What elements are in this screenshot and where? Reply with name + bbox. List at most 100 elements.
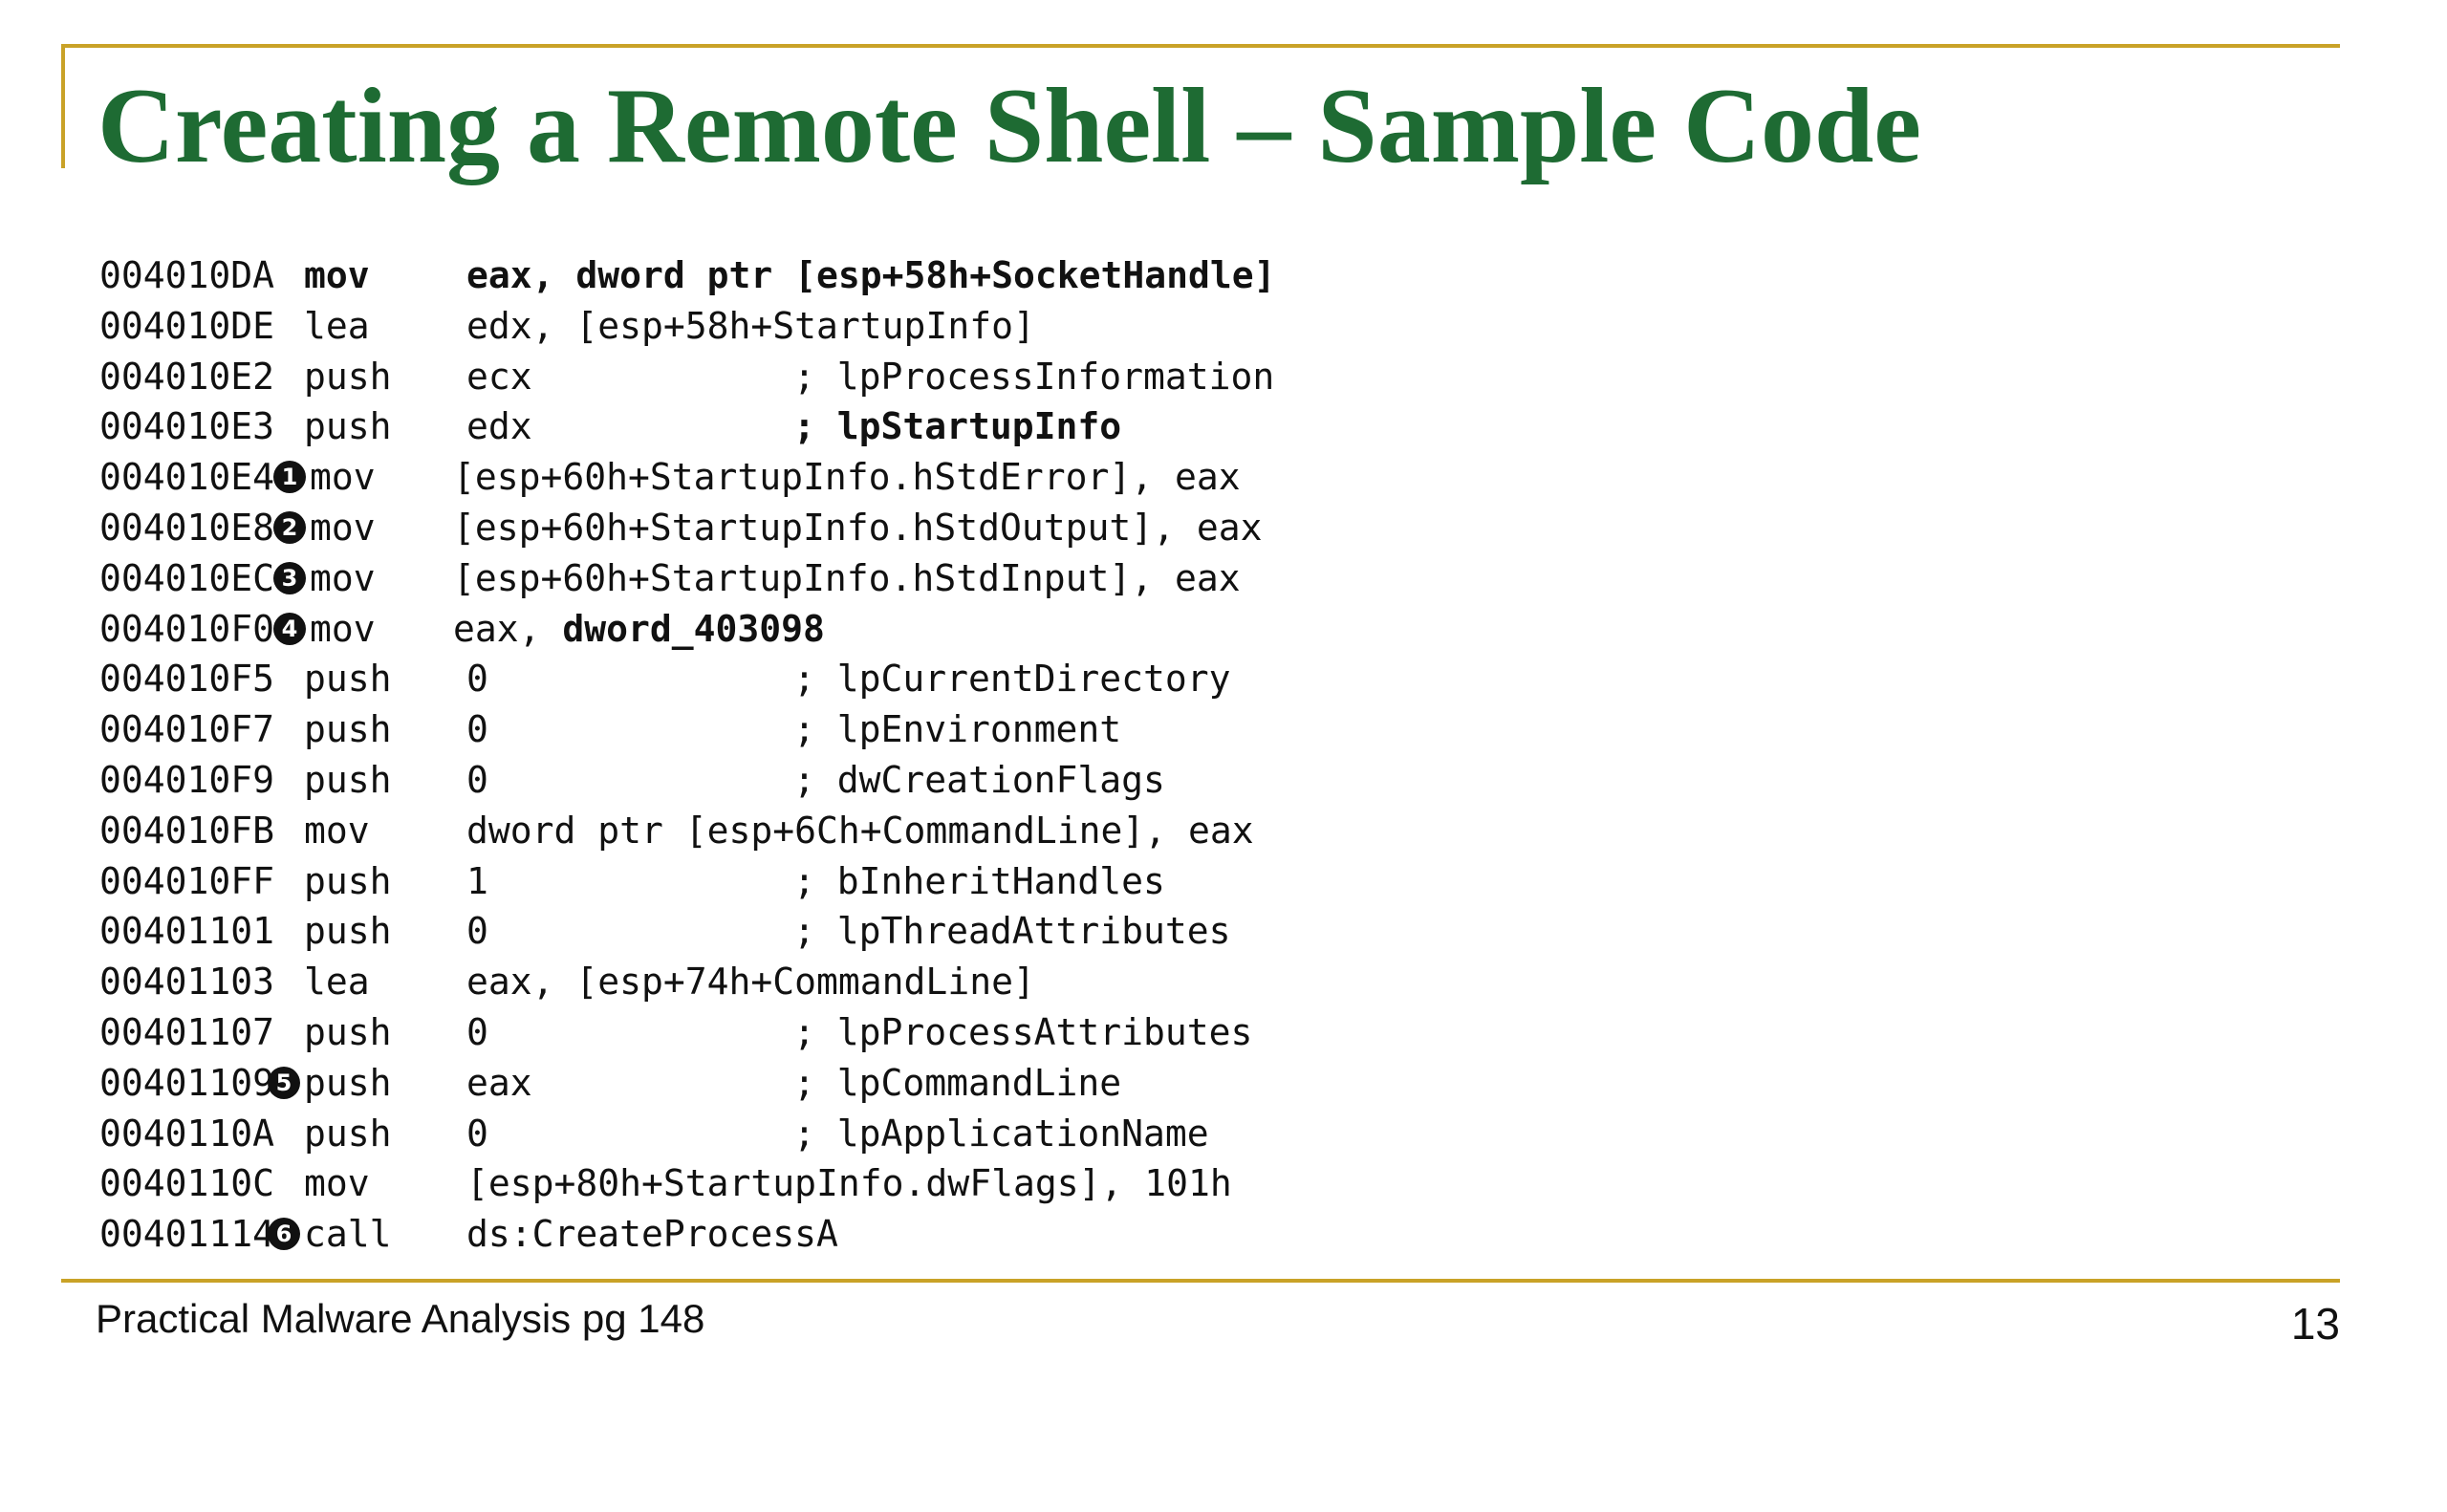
- callout-marker-icon: 4: [273, 612, 306, 645]
- code-line: 004010F9 push 0 ; dwCreationFlags: [99, 755, 1342, 806]
- code-line: 004010F0 4 mov eax, dword_403098: [99, 604, 1342, 655]
- assembly-code-listing: 004010DA mov eax, dword ptr [esp+58h+Soc…: [99, 250, 1342, 1260]
- callout-marker-icon: 5: [268, 1066, 300, 1099]
- code-operands: 0: [466, 1010, 488, 1053]
- code-address: 00401114: [99, 1213, 275, 1256]
- code-line: 00401103 lea eax, [esp+74h+CommandLine]: [99, 957, 1342, 1007]
- code-address: 004010DA: [99, 254, 275, 296]
- code-comment: ; lpProcessAttributes: [793, 1010, 1253, 1053]
- code-line: 00401101 push 0 ; lpThreadAttributes: [99, 906, 1342, 957]
- code-address: 00401109: [99, 1061, 275, 1104]
- code-address: 00401107: [99, 1010, 275, 1053]
- callout-marker-icon: 3: [273, 561, 306, 594]
- code-mnemonic: mov: [310, 506, 376, 549]
- code-mnemonic: mov: [304, 254, 370, 296]
- code-comment: ; lpEnvironment: [793, 708, 1122, 751]
- code-comment: ; lpApplicationName: [793, 1112, 1209, 1155]
- code-operands: 0: [466, 758, 488, 801]
- slide-title: Creating a Remote Shell – Sample Code: [97, 67, 1921, 185]
- code-comment: ; lpCommandLine: [793, 1061, 1122, 1104]
- code-address: 004010F9: [99, 758, 275, 801]
- code-operands: eax, [esp+74h+CommandLine]: [466, 961, 1035, 1004]
- code-comment: ; lpStartupInfo: [793, 405, 1122, 448]
- code-mnemonic: mov: [304, 809, 370, 852]
- code-comment: ; bInheritHandles: [793, 859, 1165, 902]
- code-operands: [esp+80h+StartupInfo.dwFlags], 101h: [466, 1162, 1232, 1205]
- code-line: 004010E3 push edx ; lpStartupInfo: [99, 401, 1342, 452]
- code-address: 004010F7: [99, 708, 275, 751]
- code-line: 004010FB mov dword ptr [esp+6Ch+CommandL…: [99, 806, 1342, 856]
- callout-marker-icon: 1: [273, 461, 306, 494]
- code-line: 00401109 5 push eax ; lpCommandLine: [99, 1058, 1342, 1109]
- code-mnemonic: push: [304, 658, 392, 701]
- code-mnemonic: lea: [304, 304, 370, 347]
- code-address: 004010EC: [99, 556, 275, 599]
- code-operands: eax, dword_403098: [453, 607, 825, 650]
- code-line: 004010F5 push 0 ; lpCurrentDirectory: [99, 654, 1342, 704]
- code-line: 004010DE lea edx, [esp+58h+StartupInfo]: [99, 301, 1342, 352]
- code-mnemonic: push: [304, 708, 392, 751]
- code-comment: ; lpProcessInformation: [793, 355, 1275, 398]
- code-operands: ds:CreateProcessA: [466, 1213, 838, 1256]
- code-mnemonic: push: [304, 910, 392, 953]
- code-address: 004010E2: [99, 355, 275, 398]
- code-operands: [esp+60h+StartupInfo.hStdInput], eax: [453, 556, 1241, 599]
- code-operands: 0: [466, 910, 488, 953]
- code-operands: [esp+60h+StartupInfo.hStdError], eax: [453, 456, 1241, 499]
- callout-marker-icon: 2: [273, 510, 306, 544]
- code-operands: 1: [466, 859, 488, 902]
- code-line: 0040110A push 0 ; lpApplicationName: [99, 1109, 1342, 1159]
- code-line: 004010DA mov eax, dword ptr [esp+58h+Soc…: [99, 250, 1342, 301]
- code-operands: dword ptr [esp+6Ch+CommandLine], eax: [466, 809, 1254, 852]
- code-mnemonic: push: [304, 758, 392, 801]
- code-mnemonic: push: [304, 1112, 392, 1155]
- page-number: 13: [2290, 1299, 2340, 1349]
- title-rule-left: [61, 44, 65, 168]
- code-mnemonic: mov: [304, 1162, 370, 1205]
- code-mnemonic: mov: [310, 556, 376, 599]
- code-address: 004010DE: [99, 304, 275, 347]
- code-address: 004010F0: [99, 607, 275, 650]
- code-address: 004010E8: [99, 506, 275, 549]
- code-address: 00401103: [99, 961, 275, 1004]
- callout-marker-icon: 6: [268, 1218, 300, 1251]
- code-line: 004010EC 3 mov [esp+60h+StartupInfo.hStd…: [99, 553, 1342, 604]
- code-line: 004010F7 push 0 ; lpEnvironment: [99, 704, 1342, 755]
- code-address: 004010FF: [99, 859, 275, 902]
- code-operands: 0: [466, 1112, 488, 1155]
- code-line: 004010E2 push ecx ; lpProcessInformation: [99, 352, 1342, 402]
- code-address: 004010E4: [99, 456, 275, 499]
- slide: Creating a Remote Shell – Sample Code 00…: [61, 44, 2340, 1349]
- code-operands: edx, [esp+58h+StartupInfo]: [466, 304, 1035, 347]
- code-line: 004010E8 2 mov [esp+60h+StartupInfo.hStd…: [99, 503, 1342, 553]
- code-mnemonic: mov: [310, 607, 376, 650]
- code-mnemonic: lea: [304, 961, 370, 1004]
- code-operands: 0: [466, 708, 488, 751]
- code-line: 00401107 push 0 ; lpProcessAttributes: [99, 1007, 1342, 1058]
- code-operand-symbol: dword_403098: [562, 607, 825, 650]
- code-operands: edx: [466, 405, 532, 448]
- code-mnemonic: push: [304, 355, 392, 398]
- code-address: 004010FB: [99, 809, 275, 852]
- code-mnemonic: push: [304, 1010, 392, 1053]
- code-operands: 0: [466, 658, 488, 701]
- code-line: 00401114 6 call ds:CreateProcessA: [99, 1209, 1342, 1260]
- code-comment: ; lpCurrentDirectory: [793, 658, 1231, 701]
- code-mnemonic: call: [304, 1213, 392, 1256]
- code-mnemonic: push: [304, 1061, 392, 1104]
- code-mnemonic: push: [304, 405, 392, 448]
- code-operands: eax: [466, 1061, 532, 1104]
- code-address: 00401101: [99, 910, 275, 953]
- code-operands: eax, dword ptr [esp+58h+SocketHandle]: [466, 254, 1276, 296]
- footer-rule: [61, 1279, 2340, 1283]
- code-line: 0040110C mov [esp+80h+StartupInfo.dwFlag…: [99, 1158, 1342, 1209]
- code-comment: ; lpThreadAttributes: [793, 910, 1231, 953]
- code-line: 004010FF push 1 ; bInheritHandles: [99, 856, 1342, 907]
- code-operands: [esp+60h+StartupInfo.hStdOutput], eax: [453, 506, 1263, 549]
- code-comment: ; dwCreationFlags: [793, 758, 1165, 801]
- code-mnemonic: mov: [310, 456, 376, 499]
- code-address: 004010E3: [99, 405, 275, 448]
- code-line: 004010E4 1 mov [esp+60h+StartupInfo.hStd…: [99, 452, 1342, 503]
- code-address: 0040110C: [99, 1162, 275, 1205]
- code-address: 0040110A: [99, 1112, 275, 1155]
